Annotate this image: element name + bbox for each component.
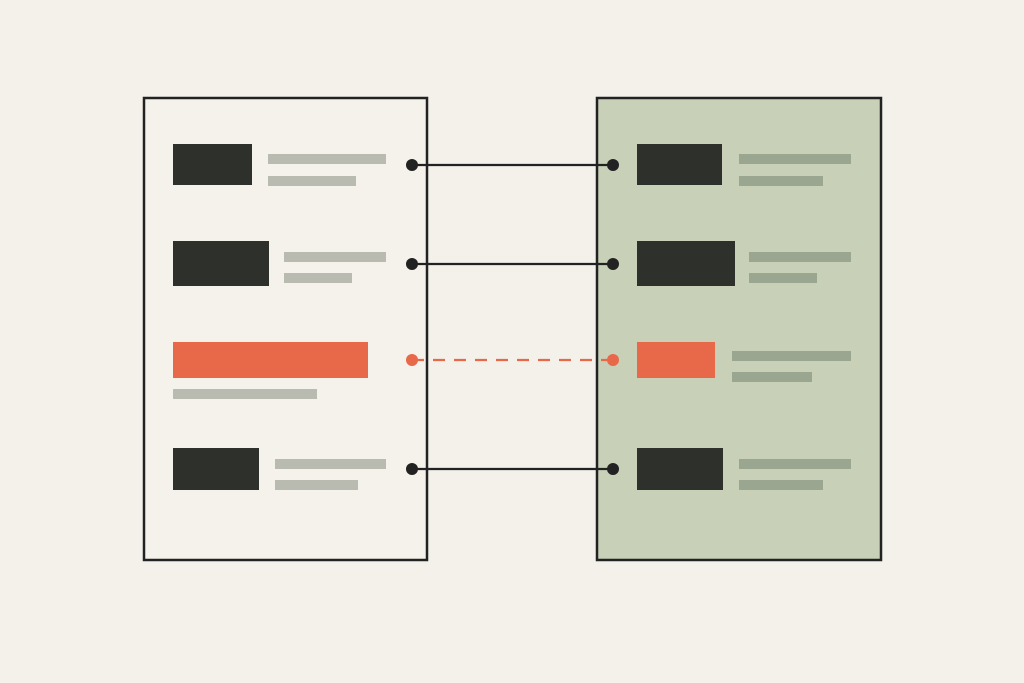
right-row-1-line-2	[739, 176, 823, 186]
left-row-3-line-1	[173, 389, 317, 399]
right-row-3-line-2	[732, 372, 812, 382]
connector-row-1-left-dot	[406, 159, 418, 171]
right-row-1-line-1	[739, 154, 851, 164]
right-row-1-block	[637, 144, 722, 185]
left-row-4-line-2	[275, 480, 358, 490]
connector-row-4-right-dot	[607, 463, 619, 475]
connector-row-3-left-dot	[406, 354, 418, 366]
left-row-1-block	[173, 144, 252, 185]
left-row-4-line-1	[275, 459, 386, 469]
left-row-2-line-2	[284, 273, 352, 283]
right-row-2-line-2	[749, 273, 817, 283]
right-row-3-line-1	[732, 351, 851, 361]
left-row-4-block	[173, 448, 259, 490]
right-row-4	[637, 448, 851, 490]
connector-row-1-right-dot	[607, 159, 619, 171]
connector-row-2	[406, 258, 619, 270]
left-row-2-block	[173, 241, 269, 286]
left-row-1-line-2	[268, 176, 356, 186]
left-row-2	[173, 241, 386, 286]
left-row-1	[173, 144, 386, 186]
right-row-3-block	[637, 342, 715, 378]
right-row-2-line-1	[749, 252, 851, 262]
connector-row-3	[406, 354, 619, 366]
left-document	[142, 96, 429, 562]
connector-row-3-right-dot	[607, 354, 619, 366]
right-row-2	[637, 241, 851, 286]
right-row-3	[637, 342, 851, 382]
left-row-1-line-1	[268, 154, 386, 164]
connector-row-4	[406, 463, 619, 475]
right-row-1	[637, 144, 851, 186]
connectors	[406, 159, 619, 475]
right-row-4-block	[637, 448, 723, 490]
connector-row-2-left-dot	[406, 258, 418, 270]
right-row-2-block	[637, 241, 735, 286]
right-row-4-line-1	[739, 459, 851, 469]
left-row-3	[173, 342, 368, 399]
connector-row-1	[406, 159, 619, 171]
left-row-2-line-1	[284, 252, 386, 262]
right-row-4-line-2	[739, 480, 823, 490]
connector-row-4-left-dot	[406, 463, 418, 475]
left-row-3-block	[173, 342, 368, 378]
left-row-4	[173, 448, 386, 490]
connector-row-2-right-dot	[607, 258, 619, 270]
right-document	[595, 96, 883, 562]
